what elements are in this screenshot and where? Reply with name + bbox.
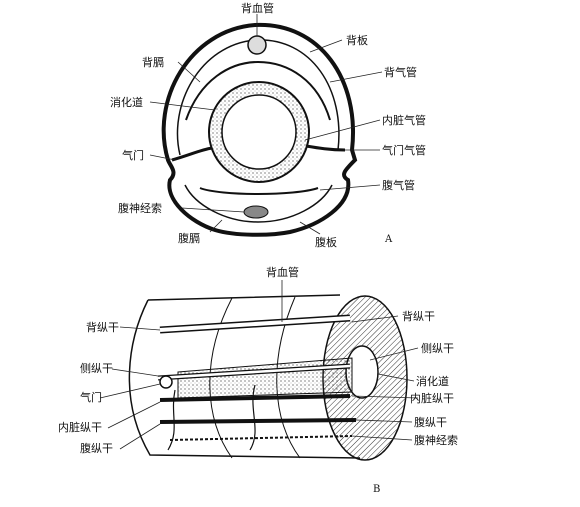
label-a-visceral-trachea: 内脏气管 xyxy=(382,113,426,127)
label-b-visceral-trunk-right: 内脏纵干 xyxy=(410,391,454,405)
spiracular-trachea-left xyxy=(171,146,213,162)
panel-letter-a: A xyxy=(384,234,393,245)
dorsal-vessel xyxy=(247,35,267,55)
label-a-dorsal-trachea: 背气管 xyxy=(384,65,417,79)
label-b-gut: 消化道 xyxy=(416,374,449,388)
label-a-dorsal-diaphragm: 背膈 xyxy=(142,55,164,69)
label-b-visceral-trunk-left: 内脏纵干 xyxy=(58,420,102,434)
gut-tube xyxy=(177,357,353,399)
label-b-dorsal-trunk-left: 背纵干 xyxy=(86,320,119,334)
label-b-ventral-trunk-right: 腹纵干 xyxy=(414,415,447,429)
label-a-ventral-trachea: 腹气管 xyxy=(382,178,415,192)
dorsal-vessel-b-core xyxy=(159,316,351,332)
label-b-lateral-trunk-left: 侧纵干 xyxy=(80,362,113,375)
ventral-diaphragm xyxy=(199,187,319,195)
label-b-dorsal-trunk-right: 背纵干 xyxy=(402,309,435,323)
panel-a-cross-section: 背血管 背板 背膈 背气管 消化道 内脏气管 气门 气门气管 腹气管 腹神经索 … xyxy=(110,1,426,249)
ventral-nerve-cord xyxy=(243,205,269,219)
ventral-trunk xyxy=(159,418,357,424)
dorsal-diaphragm xyxy=(185,60,331,121)
label-a-dorsal-vessel: 背血管 xyxy=(241,1,274,15)
label-b-lateral-trunk-right: 侧纵干 xyxy=(421,342,454,355)
label-b-ventral-trunk-left: 腹纵干 xyxy=(80,441,113,455)
label-a-spiracle: 气门 xyxy=(122,148,144,162)
label-a-ventral-plate: 腹板 xyxy=(315,235,337,249)
label-b-ventral-nerve-cord: 腹神经索 xyxy=(414,433,458,447)
cylinder-outline xyxy=(128,294,361,459)
label-a-dorsal-plate: 背板 xyxy=(346,33,368,47)
label-a-gut: 消化道 xyxy=(110,95,143,109)
spiracular-trachea-right xyxy=(305,144,346,152)
panel-b-cylinder: 背血管 背纵干 背纵干 侧纵干 侧纵干 气门 消化道 内脏纵干 内脏纵干 腹纵干… xyxy=(58,265,458,495)
label-b-dorsal-vessel: 背血管 xyxy=(266,265,299,279)
label-a-spiracular-trachea: 气门气管 xyxy=(382,143,426,157)
label-b-spiracle: 气门 xyxy=(80,390,102,404)
visceral-trunk xyxy=(159,394,351,402)
ventral-nerve-cord-b xyxy=(169,435,353,441)
gut-lumen xyxy=(221,94,297,170)
panel-letter-b: B xyxy=(373,484,380,495)
spiracle-b xyxy=(159,375,173,389)
body-wall-outer xyxy=(161,22,358,237)
label-a-ventral-diaphragm: 腹膈 xyxy=(178,231,200,245)
label-a-ventral-nerve-cord: 腹神经索 xyxy=(118,201,162,215)
